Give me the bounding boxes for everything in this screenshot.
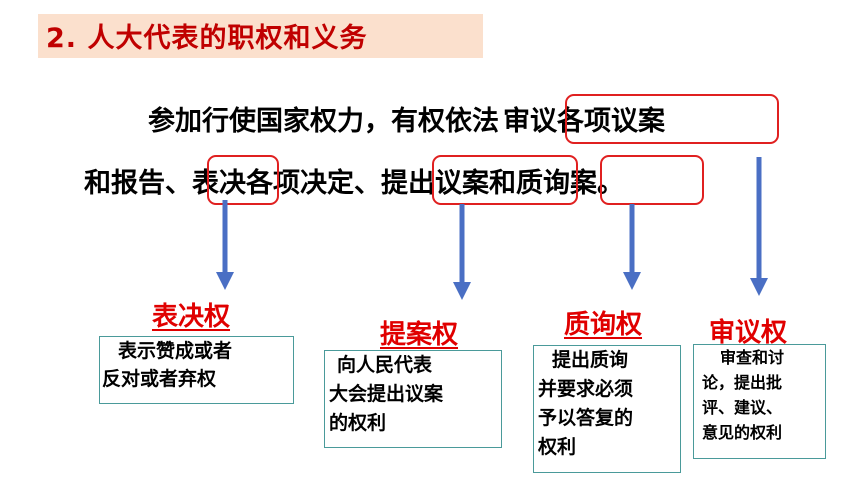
desc-line: 评、建议、: [702, 398, 783, 417]
right-label-shenyi: 审议权: [709, 318, 788, 348]
desc-line: 意见的权利: [702, 423, 783, 442]
desc-box-tian: 向人民代表 大会提出议案 的权利: [324, 350, 502, 448]
title-banner: [38, 14, 483, 58]
right-label-zhixun: 质询权: [564, 310, 643, 340]
line2-part-c: 和: [489, 168, 516, 199]
line2-highlight-zhixun: 质询案: [516, 168, 597, 199]
highlight-box-shenyi: [565, 94, 779, 144]
desc-line: 并要求必须: [538, 378, 634, 400]
right-label-tian: 提案权: [380, 320, 459, 350]
desc-line: 提出质询: [552, 349, 629, 371]
desc-line: 审查和讨: [720, 348, 785, 367]
paragraph-line-2: 和报告、表决各项决定、提出议案和质询案。: [84, 161, 624, 200]
line2-part-a: 和报告、: [84, 168, 192, 199]
line1-highlight-shenyi: 审议各项议案: [503, 106, 665, 137]
desc-line: 向人民代表: [337, 354, 433, 376]
highlight-box-zhixun: [600, 155, 704, 205]
arrow-down-icon: [623, 204, 641, 290]
desc-box-zhixun: 提出质询 并要求必须 予以答复的 权利: [533, 345, 681, 473]
arrow-down-icon: [453, 204, 471, 300]
page-title: 2. 人大代表的职权和义务: [46, 23, 368, 54]
arrow-down-icon: [216, 200, 234, 290]
desc-line: 大会提出议案: [329, 383, 444, 405]
line2-part-b: 各项决定、: [246, 168, 381, 199]
desc-line: 权利: [538, 436, 577, 458]
desc-line: 反对或者弃权: [102, 368, 217, 390]
highlight-box-biaojue: [207, 155, 279, 205]
line2-highlight-tichu: 提出议案: [381, 168, 489, 199]
arrow-down-icon: [750, 157, 768, 296]
line1-prefix: 参加行使国家权力，有权依法: [148, 106, 499, 137]
desc-line: 表示赞成或者: [118, 340, 233, 362]
desc-line: 论，提出批: [702, 373, 783, 392]
right-label-biaojue: 表决权: [152, 302, 231, 332]
line2-highlight-biaojue: 表决: [192, 168, 246, 199]
desc-box-biaojue: 表示赞成或者 反对或者弃权: [99, 336, 294, 404]
paragraph-line-1: 参加行使国家权力，有权依法审议各项议案: [148, 99, 665, 138]
desc-line: 予以答复的: [538, 407, 634, 429]
desc-line: 的权利: [329, 412, 387, 434]
desc-box-shenyi: 审查和讨 论，提出批 评、建议、 意见的权利: [693, 344, 826, 459]
highlight-box-tichu: [432, 155, 578, 205]
